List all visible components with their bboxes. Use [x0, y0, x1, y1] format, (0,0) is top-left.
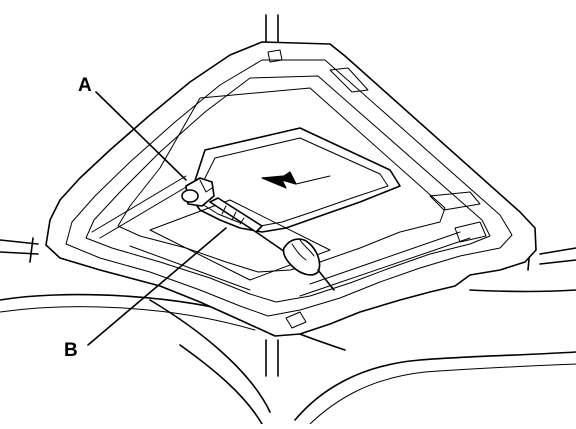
headliner-panel: [45, 41, 537, 337]
leader-b: [87, 227, 227, 346]
tool-b: [209, 197, 335, 291]
leader-a: [95, 91, 187, 181]
callout-b: B: [64, 340, 78, 361]
leader-lines: [87, 91, 227, 346]
callout-a: A: [78, 75, 92, 96]
clip-a: [181, 177, 215, 207]
arrow-icon: [261, 171, 331, 189]
